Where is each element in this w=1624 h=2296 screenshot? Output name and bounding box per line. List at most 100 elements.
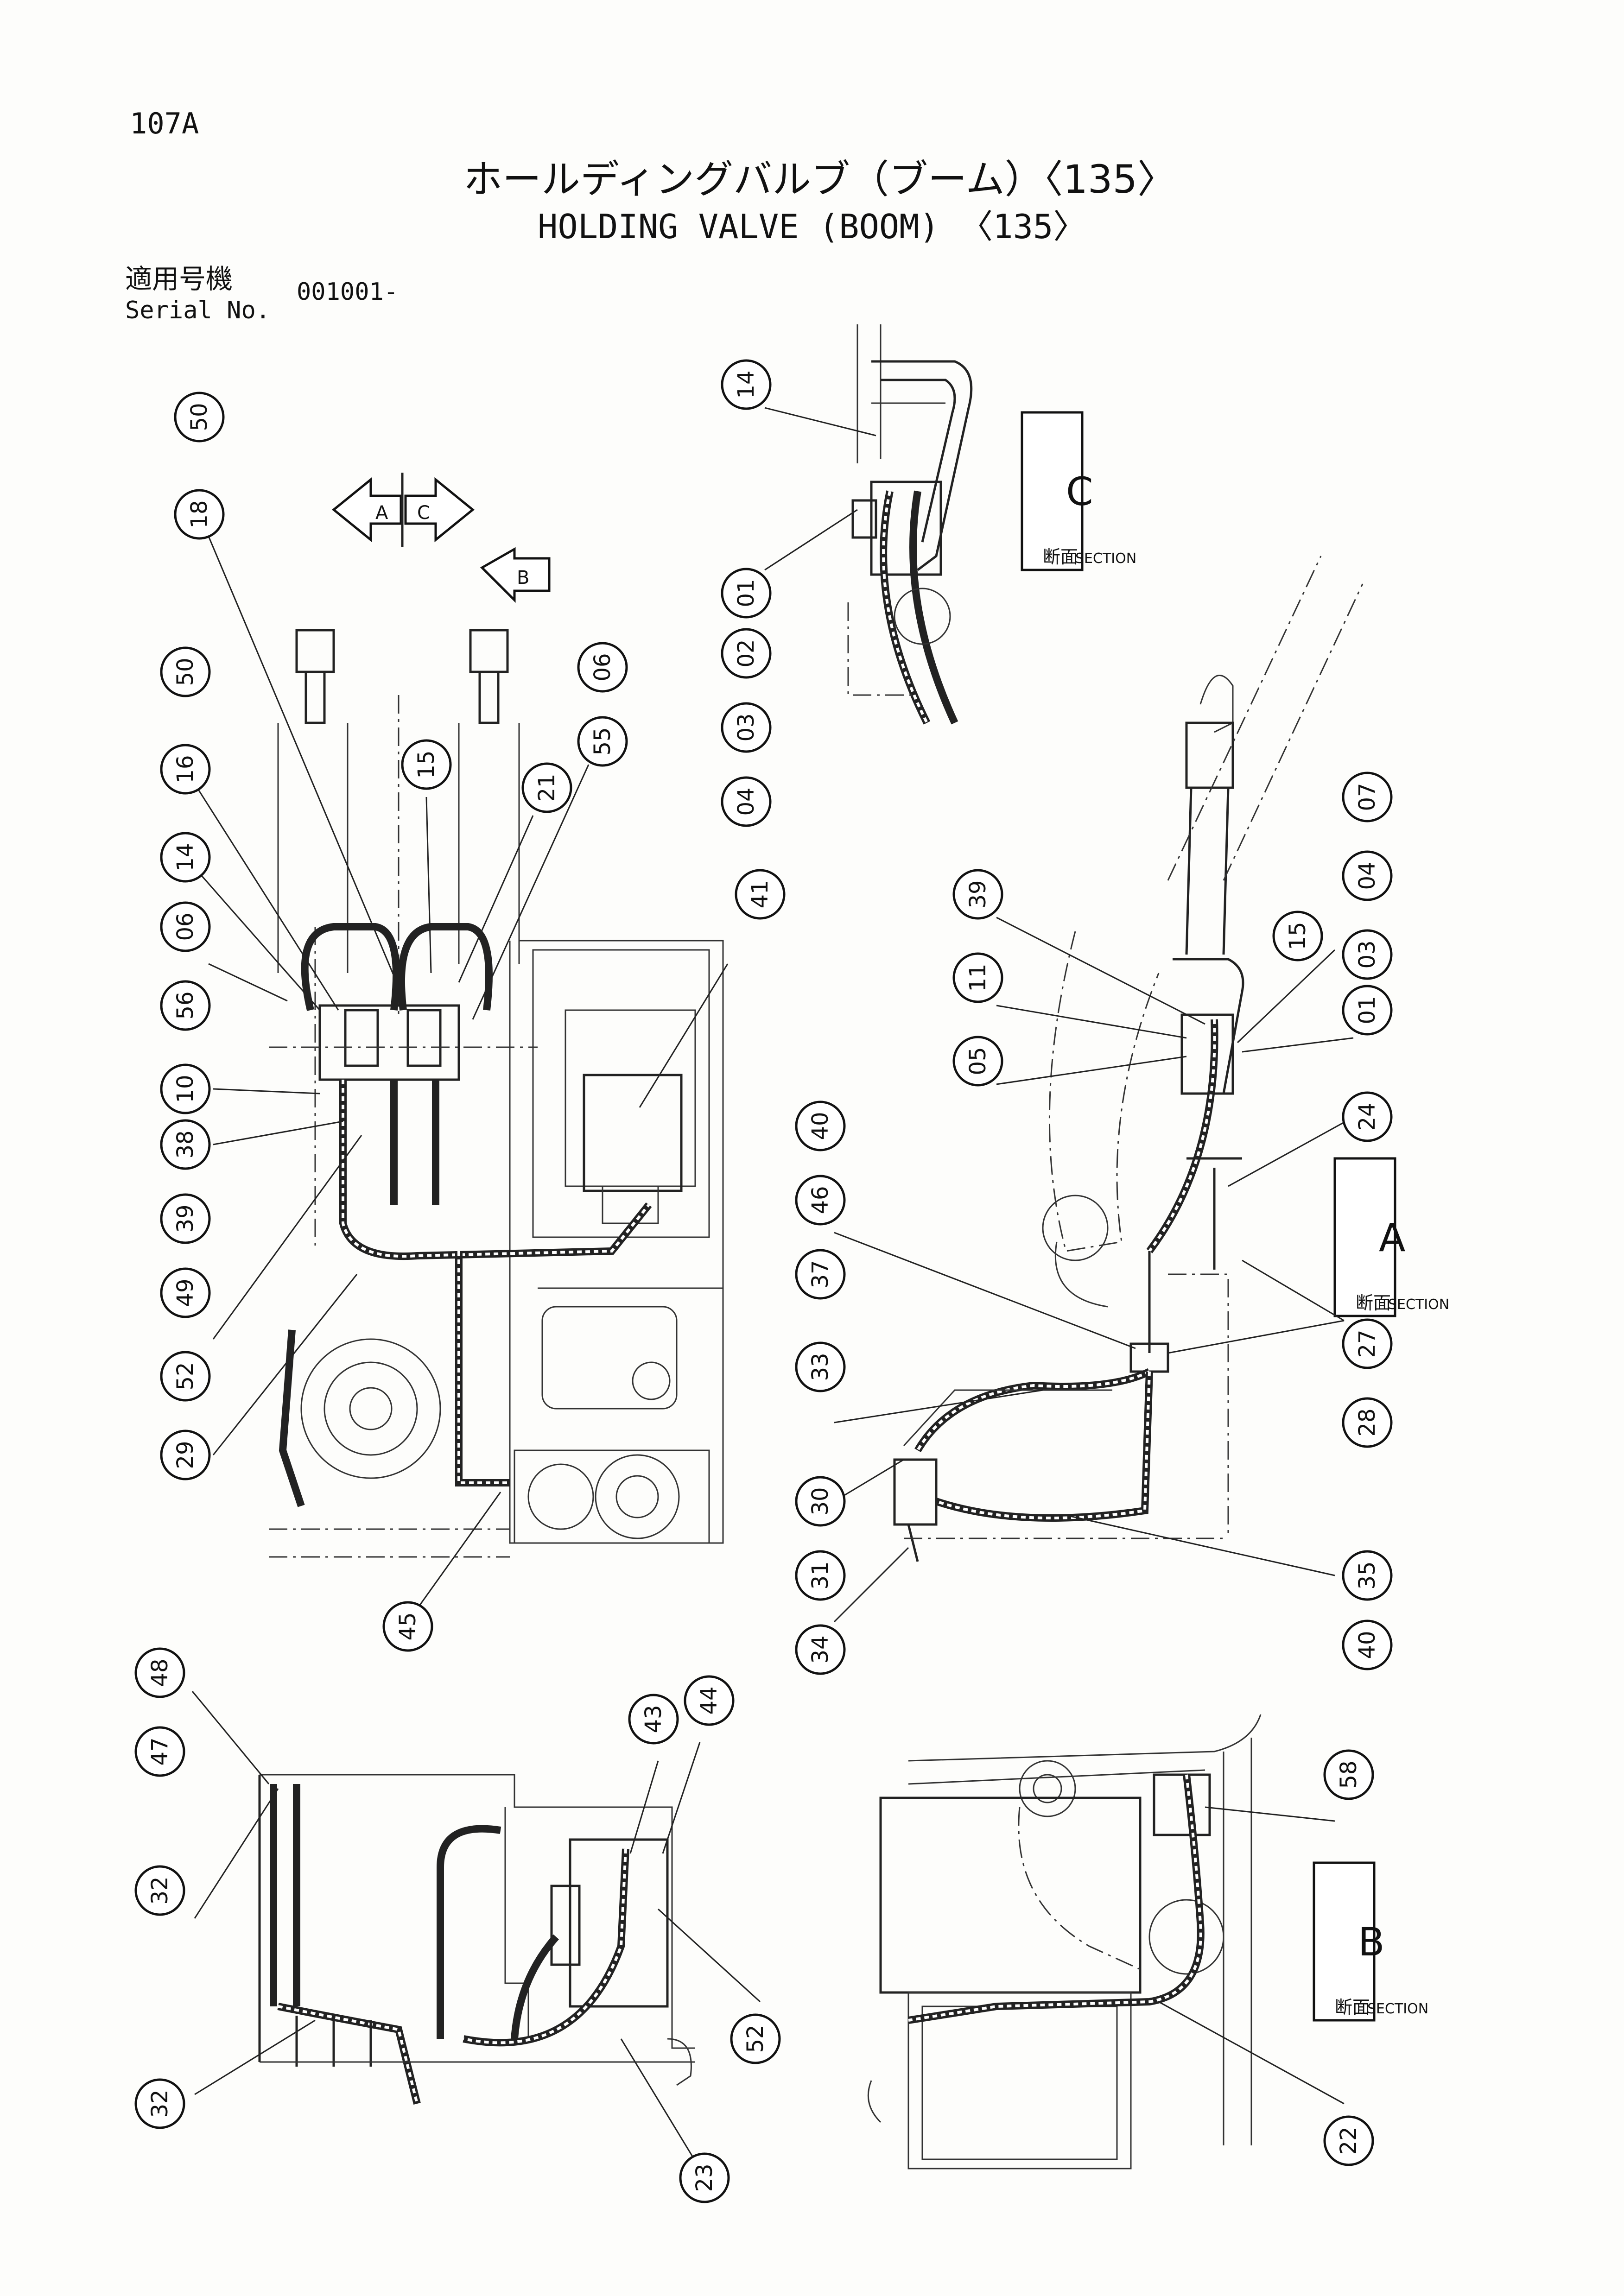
callout-number: 18 — [186, 500, 212, 528]
callout-main-view-55: 55 — [577, 716, 628, 767]
callout-circle — [628, 1694, 679, 1745]
callout-circle — [952, 952, 1003, 1003]
callout-number: 35 — [1354, 1561, 1380, 1589]
callout-number: 15 — [413, 750, 439, 778]
callout-number: 32 — [147, 2089, 173, 2118]
callout-section-a-03: 03 — [1342, 929, 1393, 980]
callout-number: 44 — [696, 1686, 722, 1714]
callout-circle — [735, 869, 786, 920]
callout-circle — [160, 1429, 211, 1480]
callout-main-view-50: 50 — [160, 646, 211, 697]
callout-number: 22 — [1336, 2126, 1362, 2155]
callout-number: 06 — [590, 653, 615, 681]
section-b-en: SECTION — [1367, 2001, 1428, 2017]
title-japanese: ホールディングバルブ（ブーム）〈135〉 — [463, 157, 1176, 202]
callout-number: 29 — [172, 1441, 198, 1469]
callout-number: 47 — [147, 1737, 173, 1765]
callout-circle — [160, 1063, 211, 1114]
callout-number: 34 — [807, 1635, 833, 1663]
callout-circle — [160, 1351, 211, 1402]
callout-section-a-24: 24 — [1342, 1091, 1393, 1142]
callout-section-a-34: 34 — [795, 1624, 846, 1675]
callout-number: 52 — [742, 2024, 768, 2053]
callout-number: 11 — [965, 963, 991, 992]
callout-circle — [160, 980, 211, 1031]
callout-number: 04 — [733, 787, 759, 816]
callout-number: 39 — [172, 1204, 198, 1233]
callout-circle — [1342, 772, 1393, 822]
callout-circle — [721, 776, 772, 827]
section-a-jp: 断面 — [1356, 1293, 1391, 1313]
section-c-drawing — [847, 324, 973, 725]
direction-arrow-a-c: A C — [332, 473, 475, 547]
callout-circle — [1342, 850, 1393, 901]
callout-section-a-46: 46 — [795, 1175, 846, 1226]
callout-lower-left-32: 32 — [134, 2078, 185, 2129]
callout-circle — [795, 1249, 846, 1300]
callout-number: 33 — [807, 1353, 833, 1381]
section-c-tag: C 断面 SECTION — [1021, 411, 1136, 571]
callout-number: 49 — [172, 1278, 198, 1307]
callout-circle — [795, 1341, 846, 1392]
callout-circle — [1323, 2115, 1374, 2166]
callout-circle — [1342, 1091, 1393, 1142]
callout-lower-left-52: 52 — [730, 2013, 781, 2064]
callout-circle — [1342, 1397, 1393, 1448]
section-a-tag: A 断面 SECTION — [1333, 1157, 1449, 1317]
callout-circle — [684, 1675, 735, 1726]
section-b-tag: B 断面 SECTION — [1313, 1861, 1428, 2022]
callout-section-c-14: 14 — [721, 359, 772, 410]
callout-circle — [401, 739, 452, 790]
callout-circle — [730, 2013, 781, 2064]
callout-circle — [134, 2078, 185, 2129]
callout-section-a-39: 39 — [952, 869, 1003, 920]
callout-number: 21 — [534, 773, 560, 802]
callout-number: 55 — [590, 727, 615, 755]
callout-circle — [721, 702, 772, 753]
callout-section-a-05: 05 — [952, 1036, 1003, 1087]
callout-circle — [1342, 1318, 1393, 1369]
callout-main-view-38: 38 — [160, 1119, 211, 1170]
callout-circle — [160, 901, 211, 952]
callout-circle — [795, 1624, 846, 1675]
callout-number: 58 — [1336, 1760, 1362, 1789]
callout-circle — [795, 1476, 846, 1527]
section-c-jp: 断面 — [1043, 547, 1078, 567]
section-a-en: SECTION — [1388, 1297, 1449, 1313]
section-b-letter: B — [1358, 1919, 1385, 1965]
callout-number: 45 — [395, 1612, 421, 1640]
callout-circle — [952, 869, 1003, 920]
section-a-letter: A — [1379, 1215, 1405, 1260]
callout-number: 06 — [172, 912, 198, 941]
callout-main-view-18: 18 — [174, 489, 225, 540]
serial-label-english: Serial No. — [125, 297, 271, 324]
callout-number: 41 — [747, 880, 773, 908]
callout-circle — [382, 1601, 433, 1652]
callout-lower-left-44: 44 — [684, 1675, 735, 1726]
callout-number: 02 — [733, 639, 759, 667]
callout-lower-left-23: 23 — [679, 2152, 730, 2203]
callout-lower-left-32: 32 — [134, 1865, 185, 1916]
callout-number: 03 — [733, 713, 759, 741]
callout-number: 03 — [1354, 940, 1380, 968]
callout-circle — [521, 762, 572, 813]
callout-number: 16 — [172, 755, 198, 783]
callout-number: 56 — [172, 991, 198, 1019]
callout-number: 52 — [172, 1362, 198, 1390]
callout-number: 07 — [1354, 783, 1380, 811]
callout-number: 31 — [807, 1561, 833, 1589]
callout-section-a-31: 31 — [795, 1550, 846, 1601]
callout-number: 39 — [965, 880, 991, 908]
callout-section-a-33: 33 — [795, 1341, 846, 1392]
main-view-drawing — [269, 629, 724, 1558]
callout-number: 32 — [147, 1876, 173, 1904]
callout-section-a-28: 28 — [1342, 1397, 1393, 1448]
callout-main-view-52: 52 — [160, 1351, 211, 1402]
section-b-jp: 断面 — [1335, 1997, 1370, 2018]
callout-number: 23 — [691, 2163, 717, 2192]
callout-circle — [1272, 911, 1323, 961]
callout-number: 01 — [733, 579, 759, 607]
callout-number: 27 — [1354, 1329, 1380, 1358]
callout-circle — [134, 1865, 185, 1916]
callout-circle — [160, 1193, 211, 1244]
